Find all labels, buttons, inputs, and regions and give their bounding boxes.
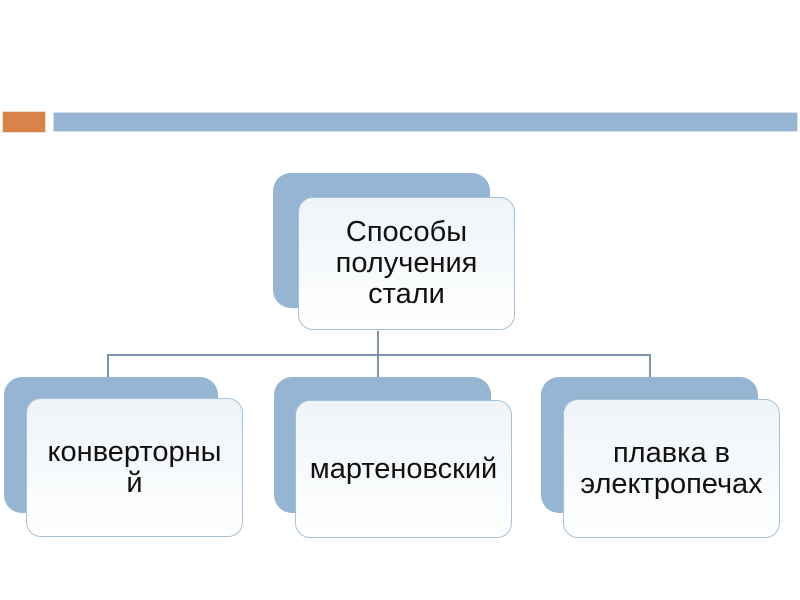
child-node-1: конверторны й xyxy=(26,398,243,537)
root-node: Способы получения стали xyxy=(298,197,515,330)
child-node-2-label: мартеновский xyxy=(309,452,498,485)
connector-branch-to-child-1 xyxy=(107,354,109,377)
connector-branch-to-child-3 xyxy=(649,354,651,377)
header-accent-orange-block xyxy=(2,111,46,133)
connector-branch-horizontal xyxy=(107,354,651,356)
child-node-3: плавка в электропечах xyxy=(563,399,780,538)
root-node-label: Способы получения стали xyxy=(335,216,478,310)
child-node-2: мартеновский xyxy=(295,400,512,538)
header-accent-blue-bar xyxy=(53,112,798,132)
child-node-1-label: конверторны й xyxy=(47,435,222,499)
child-node-3-label: плавка в электропечах xyxy=(580,436,763,500)
